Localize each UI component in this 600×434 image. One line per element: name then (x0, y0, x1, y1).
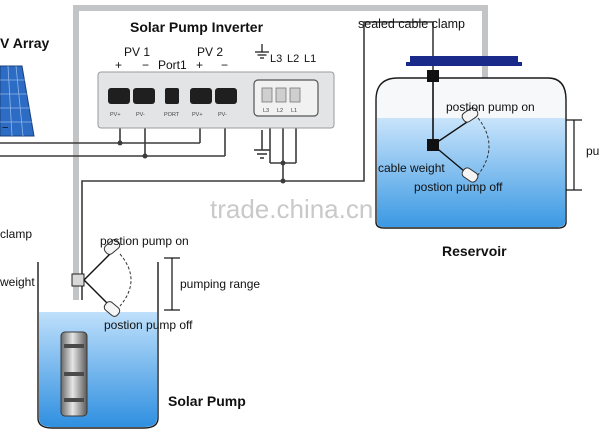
term-pv1-minus: PV- (136, 112, 145, 118)
term-pv2-plus: PV+ (192, 112, 203, 118)
inverter-box (97, 71, 335, 129)
pv-array-label: V Array (0, 35, 50, 51)
watermark-text: trade.china.cn (210, 194, 373, 224)
port1-label: Port1 (158, 58, 187, 72)
sealed-cable-clamp-label: sealed cable clamp (358, 17, 465, 31)
inverter-title: Solar Pump Inverter (130, 19, 264, 35)
cable-junctions (117, 140, 286, 184)
pv1-label: PV 1 (124, 45, 150, 59)
pv2-plus-sign: + (196, 58, 203, 72)
well-pump-off-label: postion pump off (104, 318, 193, 332)
reservoir-title: Reservoir (442, 243, 507, 259)
pv1-plus-sign: + (115, 58, 122, 72)
pumping-range-marker (164, 257, 180, 311)
reservoir-range-marker (566, 119, 582, 191)
well-tank (37, 262, 159, 429)
l1-label: L1 (304, 53, 316, 65)
reservoir-range-label: pur (586, 144, 600, 158)
reservoir-pump-on-label: postion pump on (446, 100, 535, 114)
panel-minus-sign: − (2, 122, 8, 134)
well-float-switch (71, 239, 132, 317)
term-pv2-minus: PV- (218, 112, 227, 118)
reservoir-float-switch (427, 70, 490, 183)
solar-panel (0, 65, 35, 137)
solar-pump-title: Solar Pump (168, 393, 246, 409)
submersible-pump-icon (60, 331, 88, 417)
well-clamp-label: clamp (0, 227, 32, 241)
term-port: PORT (164, 112, 180, 118)
reservoir-pump-off-label: postion pump off (414, 180, 503, 194)
term-l3: L3 (263, 108, 269, 114)
term-l1: L1 (291, 108, 297, 114)
cable-network (0, 21, 434, 300)
well-weight-label: weight (0, 275, 35, 289)
l3-label: L3 (270, 53, 282, 65)
pv2-label: PV 2 (197, 45, 223, 59)
pv2-minus-sign: − (221, 58, 228, 72)
l2-label: L2 (287, 53, 299, 65)
well-pump-on-label: postion pump on (100, 234, 189, 248)
reservoir-cable-weight-label: cable weight (378, 161, 445, 175)
pipe-network (73, 5, 488, 300)
ground-icon (255, 44, 269, 59)
pv1-minus-sign: − (142, 58, 149, 72)
term-pv1-plus: PV+ (110, 112, 121, 118)
term-l2: L2 (277, 108, 283, 114)
reservoir-tank (375, 56, 567, 229)
pumping-range-label: pumping range (180, 277, 260, 291)
